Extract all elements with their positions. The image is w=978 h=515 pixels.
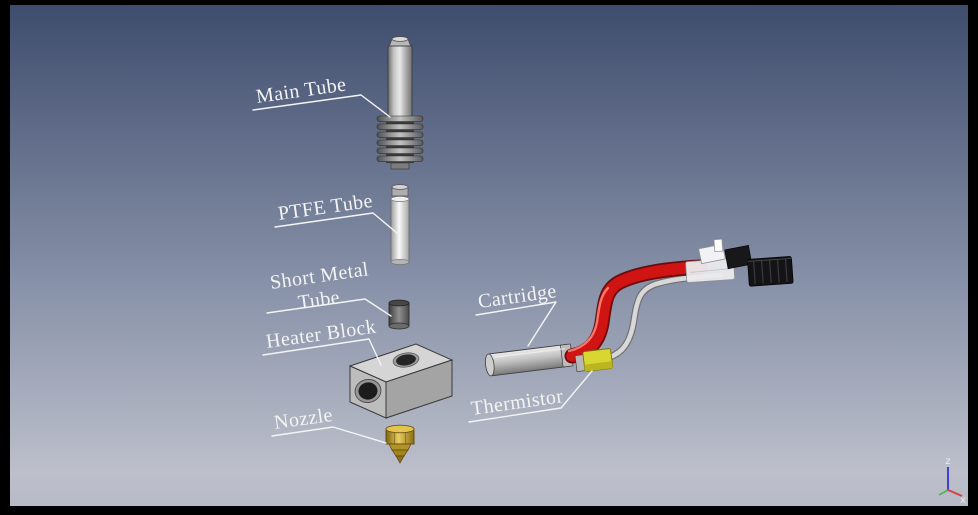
- housing-top-edge: [747, 257, 792, 262]
- label-cartridge-leader: [475, 301, 557, 347]
- label-short-metal-tube-leader: [266, 298, 392, 317]
- cartridge-left-end[interactable]: [484, 353, 495, 377]
- thermistor[interactable]: [574, 348, 614, 373]
- label-ptfe-tube-leader: [274, 212, 398, 234]
- axis-x-line: [947, 489, 963, 497]
- axis-x-label: x: [960, 495, 966, 506]
- short-metal-tube-body[interactable]: [388, 302, 410, 327]
- cable-highlight: [567, 286, 610, 353]
- axis-z-label: z: [945, 456, 950, 467]
- short-metal-tube-bottom[interactable]: [388, 322, 410, 330]
- heatsink-fin[interactable]: [376, 147, 424, 154]
- short-metal-tube-top[interactable]: [388, 299, 410, 307]
- sleeve-seam: [690, 268, 731, 273]
- nozzle-tip[interactable]: [395, 455, 405, 464]
- heatsink-fin[interactable]: [376, 139, 424, 146]
- label-thermistor-leader: [468, 370, 593, 423]
- ptfe-tube[interactable]: [390, 184, 410, 265]
- cable-red-sleeve[interactable]: [566, 261, 706, 362]
- clip-tab[interactable]: [713, 238, 724, 253]
- label-nozzle-leader: [271, 426, 387, 444]
- cartridge-cable[interactable]: [564, 259, 708, 364]
- viewport-frame-left: [0, 0, 10, 515]
- short-metal-tube[interactable]: [388, 299, 410, 330]
- heater-block-right-face[interactable]: [385, 359, 453, 419]
- heater-block[interactable]: [348, 343, 454, 419]
- axis-indicator: z x: [938, 456, 966, 506]
- nozzle-cone-ring-1[interactable]: [388, 443, 412, 451]
- housing-ridges: [752, 258, 788, 284]
- main-tube-tip-cap[interactable]: [391, 36, 409, 42]
- main-tube-body[interactable]: [387, 45, 413, 118]
- main-tube[interactable]: [376, 36, 424, 170]
- cartridge-highlight: [492, 348, 565, 359]
- nozzle-top-face[interactable]: [385, 424, 415, 434]
- heater-block-side-bore[interactable]: [357, 381, 379, 401]
- heatsink-fin[interactable]: [376, 155, 424, 162]
- heatsink-fin[interactable]: [376, 131, 424, 138]
- main-tube-collar[interactable]: [390, 162, 410, 170]
- ptfe-tube-top[interactable]: [390, 196, 410, 202]
- viewport-frame-right: [968, 0, 978, 515]
- heatsink-fin[interactable]: [376, 123, 424, 130]
- cable-connector[interactable]: [684, 234, 794, 290]
- viewport-frame-bottom: [0, 506, 978, 515]
- thermistor-shading: [584, 361, 613, 372]
- axis-y-line: [938, 489, 949, 496]
- ptfe-tube-bottom[interactable]: [390, 259, 410, 265]
- viewport-frame-top: [0, 0, 978, 5]
- heatsink-fin[interactable]: [376, 115, 424, 122]
- heater-cartridge[interactable]: [484, 343, 574, 377]
- heater-block-top-bore[interactable]: [395, 353, 416, 367]
- ptfe-tube-cap-top[interactable]: [391, 184, 409, 190]
- label-main-tube-leader: [252, 94, 391, 118]
- label-heater-block-leader: [262, 338, 382, 366]
- nozzle[interactable]: [385, 424, 415, 464]
